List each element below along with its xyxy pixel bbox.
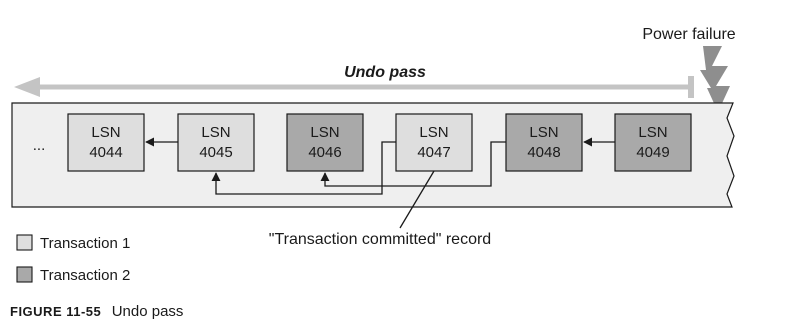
log-record-4047: LSN 4047 [395, 113, 473, 172]
record-lsn-number: 4049 [636, 144, 669, 161]
record-box [395, 113, 473, 172]
record-box [614, 113, 692, 172]
record-lsn-label: LSN [638, 124, 667, 141]
record-lsn-number: 4046 [308, 144, 341, 161]
committed-record-label: "Transaction committed" record [269, 231, 491, 248]
record-lsn-label: LSN [529, 124, 558, 141]
record-box [286, 113, 364, 172]
log-record-4049: LSN 4049 [614, 113, 692, 172]
legend-label: Transaction 2 [40, 267, 130, 284]
legend-label: Transaction 1 [40, 235, 130, 252]
log-record-4046: LSN 4046 [286, 113, 364, 172]
legend-item-transaction-2: Transaction 2 [16, 266, 130, 284]
backlink-arrow-4047-to-4045 [211, 141, 396, 195]
record-lsn-label: LSN [91, 124, 120, 141]
committed-record-pointer [399, 170, 435, 229]
ellipsis: ... [33, 137, 46, 154]
log-record-4044: LSN 4044 [67, 113, 145, 172]
log-record-4048: LSN 4048 [505, 113, 583, 172]
backlink-arrow-4048-to-4046 [320, 141, 506, 187]
legend: Transaction 1 Transaction 2 [16, 234, 130, 284]
record-lsn-number: 4048 [527, 144, 560, 161]
legend-swatch-transaction-2 [16, 266, 33, 283]
record-box [177, 113, 255, 172]
power-failure-label: Power failure [642, 26, 735, 43]
figure-caption: FIGURE 11-55 Undo pass [10, 303, 183, 320]
record-lsn-number: 4045 [199, 144, 232, 161]
lightning-bolt-icon [700, 46, 730, 112]
record-box [505, 113, 583, 172]
record-lsn-number: 4047 [417, 144, 450, 161]
undo-pass-label: Undo pass [344, 64, 426, 81]
log-record-4045: LSN 4045 [177, 113, 255, 172]
record-box [67, 113, 145, 172]
record-lsn-label: LSN [310, 124, 339, 141]
legend-item-transaction-1: Transaction 1 [16, 234, 130, 252]
record-lsn-number: 4044 [89, 144, 122, 161]
undo-pass-arrow [14, 76, 694, 98]
record-lsn-label: LSN [201, 124, 230, 141]
figure-number: FIGURE 11-55 [10, 304, 101, 319]
figure-title: Undo pass [112, 303, 184, 320]
legend-swatch-transaction-1 [16, 234, 33, 251]
record-lsn-label: LSN [419, 124, 448, 141]
